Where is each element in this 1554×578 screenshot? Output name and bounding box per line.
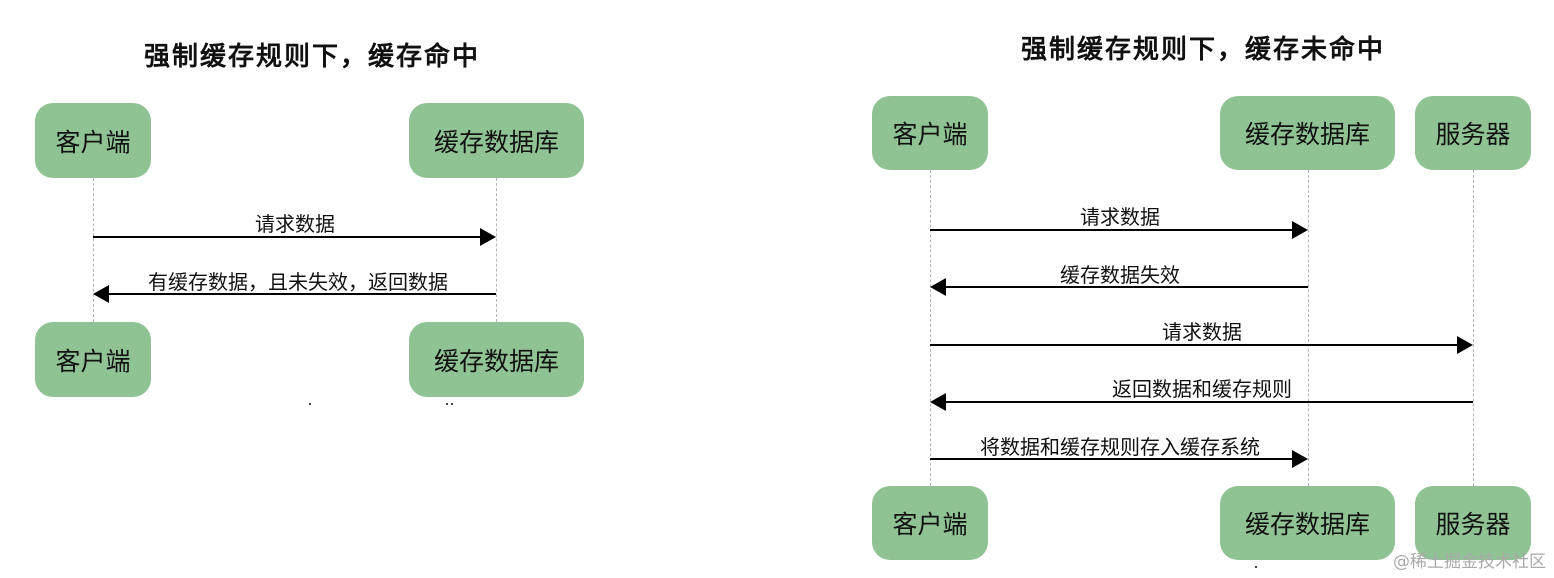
right-client-lifeline [930, 170, 931, 486]
right-cache-actor-top: 缓存数据库 [1220, 96, 1395, 170]
stray-dot [446, 403, 448, 405]
right-message-label-3: 请求数据 [1162, 320, 1242, 344]
right-message-arrow-4 [945, 401, 1473, 403]
right-message-arrow-1 [930, 229, 1293, 231]
stray-dot [1255, 566, 1257, 568]
arrow-head-left-icon [93, 285, 109, 303]
right-message-label-5: 将数据和缓存规则存入缓存系统 [980, 435, 1260, 459]
right-cache-actor-bottom: 缓存数据库 [1220, 486, 1395, 560]
left-message-arrow-2 [108, 293, 496, 295]
right-client-actor-bottom: 客户端 [872, 486, 988, 560]
arrow-head-right-icon [1457, 336, 1473, 354]
watermark-text: @稀土掘金技术社区 [1393, 552, 1546, 572]
left-message-label-2: 有缓存数据，且未失效，返回数据 [148, 270, 448, 294]
right-message-label-2: 缓存数据失效 [1060, 263, 1180, 287]
arrow-head-right-icon [480, 228, 496, 246]
right-server-actor-top: 服务器 [1415, 96, 1531, 170]
arrow-head-right-icon [1292, 450, 1308, 468]
left-client-actor-bottom: 客户端 [35, 322, 151, 397]
left-message-arrow-1 [93, 236, 481, 238]
left-cache-lifeline [496, 178, 497, 322]
right-server-actor-bottom: 服务器 [1415, 486, 1531, 560]
left-client-lifeline [93, 178, 94, 322]
arrow-head-left-icon [930, 393, 946, 411]
right-message-label-1: 请求数据 [1080, 205, 1160, 229]
right-client-actor-top: 客户端 [872, 96, 988, 170]
left-diagram-title: 强制缓存规则下，缓存命中 [143, 42, 481, 72]
left-message-label-1: 请求数据 [255, 212, 335, 236]
right-message-arrow-5 [930, 458, 1293, 460]
right-message-arrow-2 [945, 286, 1308, 288]
right-cache-lifeline [1308, 170, 1309, 486]
right-message-label-4: 返回数据和缓存规则 [1112, 377, 1292, 401]
left-client-actor-top: 客户端 [35, 103, 151, 178]
left-cache-actor-bottom: 缓存数据库 [409, 322, 584, 397]
stray-dot [451, 403, 453, 405]
arrow-head-right-icon [1292, 221, 1308, 239]
right-server-lifeline [1473, 170, 1474, 486]
right-diagram-title: 强制缓存规则下，缓存未命中 [1020, 35, 1386, 65]
stray-dot [309, 403, 311, 405]
arrow-head-left-icon [930, 278, 946, 296]
left-cache-actor-top: 缓存数据库 [409, 103, 584, 178]
right-message-arrow-3 [930, 344, 1458, 346]
